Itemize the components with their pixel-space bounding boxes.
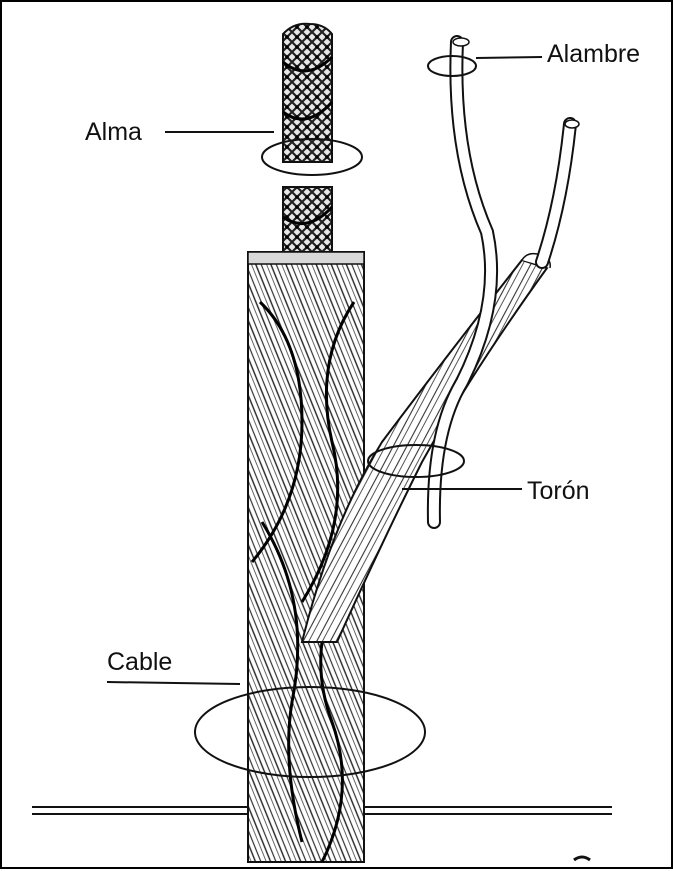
label-alma: Alma [85,120,142,145]
alambre-leader [476,57,542,58]
label-cable: Cable [107,650,172,675]
core-alma [283,24,332,264]
cable-leader [107,682,240,684]
wire-secondary [542,120,579,262]
wire-alambre [434,38,491,522]
label-alambre: Alambre [547,42,640,67]
label-toron: Torón [527,479,590,504]
stray-mark [574,857,590,860]
